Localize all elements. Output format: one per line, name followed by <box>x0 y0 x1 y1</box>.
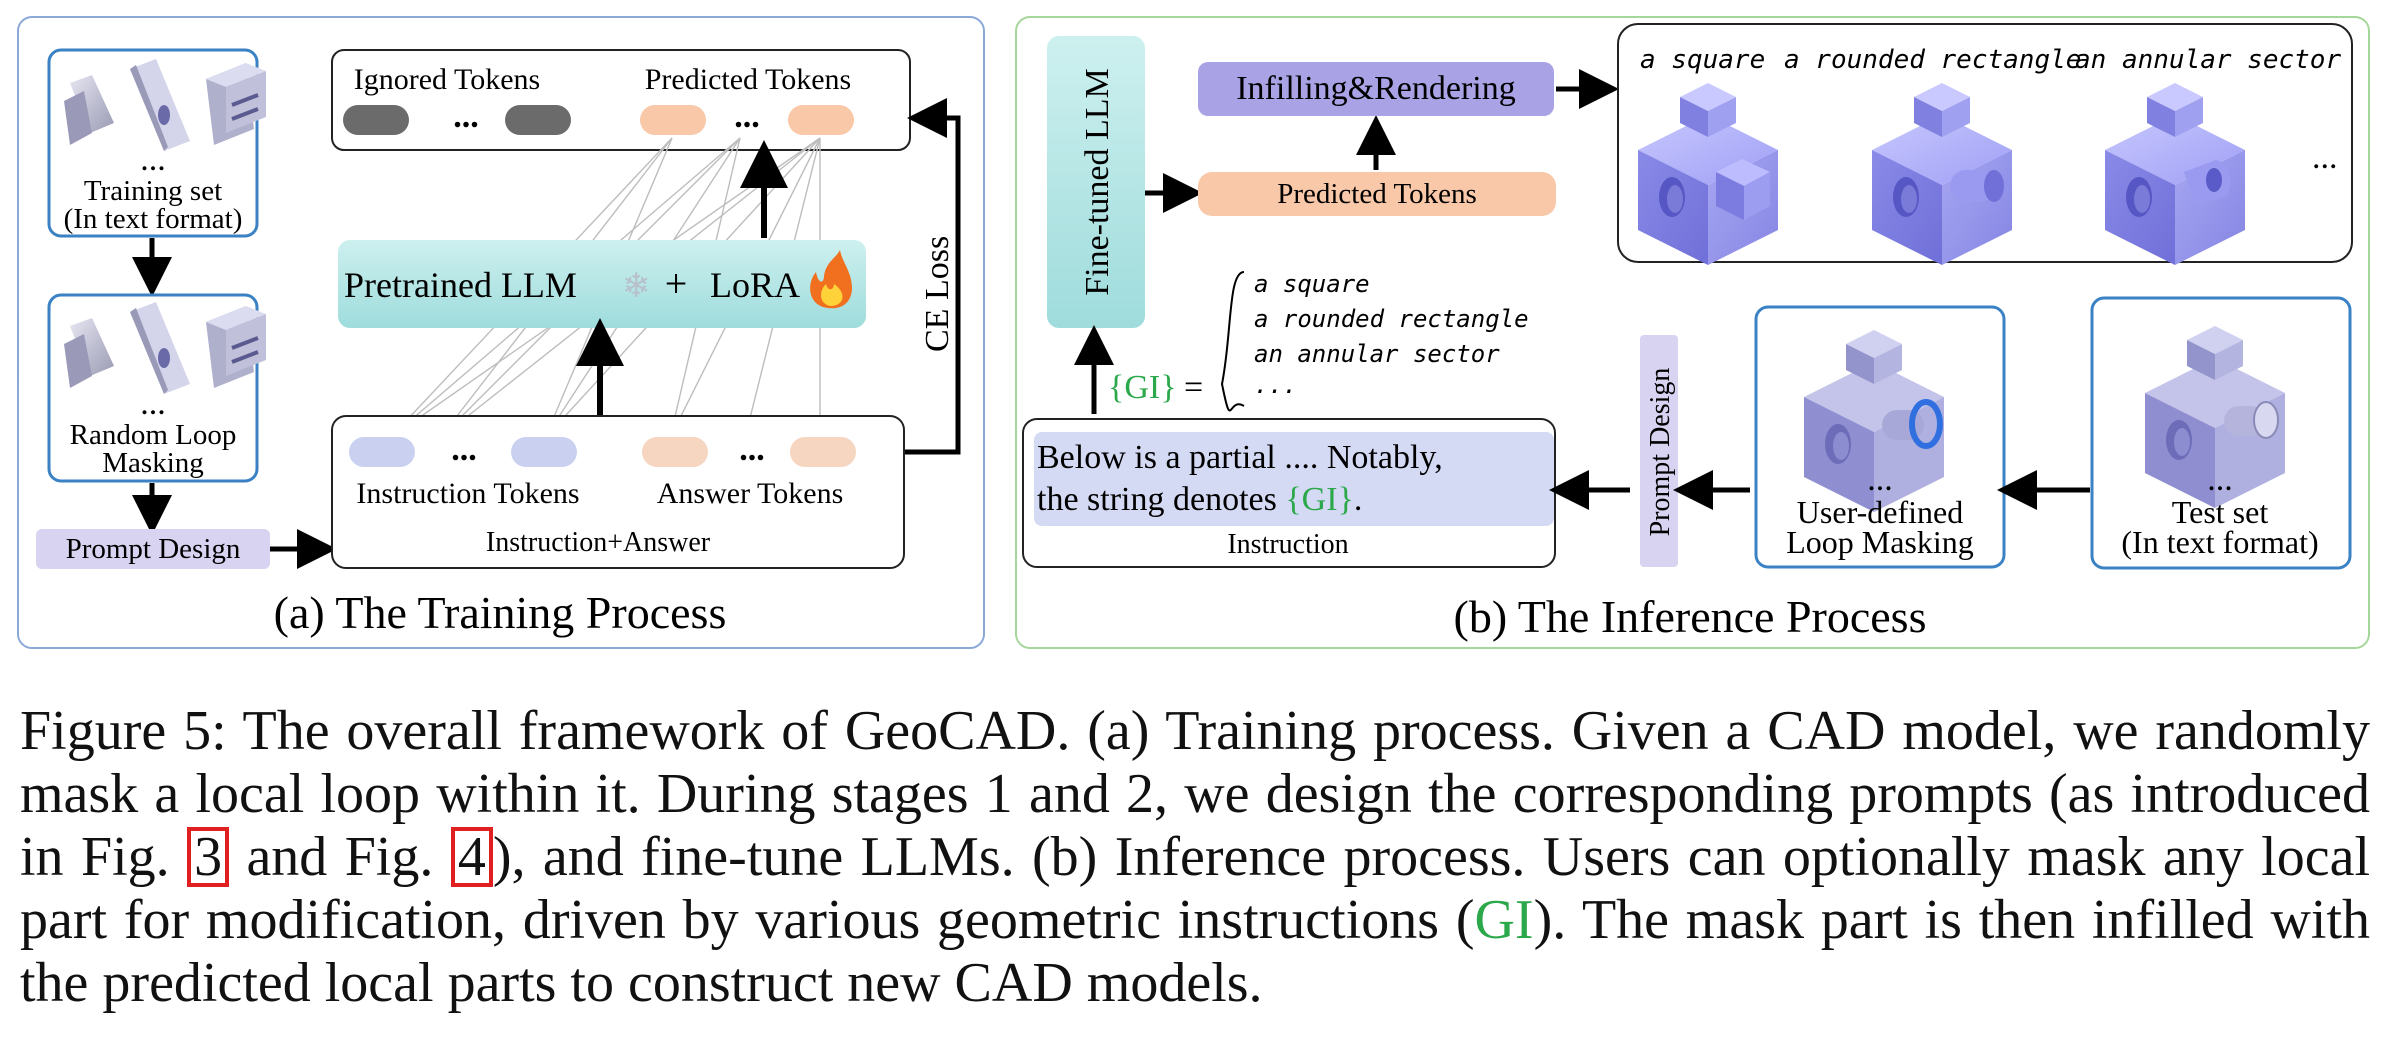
ignored-tokens-label: Ignored Tokens <box>354 63 540 96</box>
random-loop-ellipsis: ... <box>140 385 166 422</box>
caption-text-1: Figure 5: The overall framework of GeoCA… <box>20 700 2370 888</box>
caption-text-3: ), and fine-tune LLMs. (b) Inference pro… <box>20 826 2371 951</box>
gi-brace <box>1220 271 1245 412</box>
prompt-design-pill <box>36 529 270 569</box>
training-set-ellipsis: ... <box>140 141 166 178</box>
random-loop-masking: Masking <box>102 447 204 479</box>
ce-loss-label: CE Loss <box>919 236 956 352</box>
snowflake-icon: ❄ <box>622 268 651 305</box>
training-set-label: Training set <box>84 175 222 207</box>
instruction-line-2: the string denotes {GI}. <box>1037 481 1362 518</box>
instruction-token <box>511 437 577 467</box>
training-set-format: (In text format) <box>64 203 243 235</box>
gi-option-rounded: a rounded rectangle <box>1254 305 1529 333</box>
predicted-tokens-label: Predicted Tokens <box>645 63 851 96</box>
instruction-highlight <box>1034 432 1554 526</box>
test-set-format: (In text format) <box>2121 524 2318 560</box>
user-defined-ellipsis: ... <box>1867 461 1893 498</box>
caption-text-2: and Fig. <box>229 826 451 888</box>
caption-text-4: ). The mask part is then infilled with t… <box>20 889 2370 1014</box>
gi-option-annular: an annular sector <box>1254 340 1500 368</box>
instruction-ellipsis: ... <box>451 431 477 468</box>
fine-tuned-llm-box <box>1047 36 1145 328</box>
instruction-label: Instruction <box>1227 529 1348 560</box>
result-label-rounded: a rounded rectangle <box>1784 45 2081 75</box>
instruction-token <box>349 437 415 467</box>
predicted-tokens-inference: Predicted Tokens <box>1277 178 1477 210</box>
pretrained-llm-box <box>338 240 866 328</box>
predicted-token <box>788 105 854 135</box>
inference-panel <box>1015 16 2370 649</box>
inference-title: (b) The Inference Process <box>1454 591 1927 642</box>
gi-option-square: a square <box>1254 270 1370 298</box>
figure-ref-3[interactable]: 3 <box>187 827 230 887</box>
plus-sign: + <box>665 261 688 306</box>
answer-token <box>790 437 856 467</box>
result-label-square: a square <box>1640 45 1765 75</box>
framework-diagram: ... Training set (In text format) ... Ra… <box>17 16 2370 649</box>
ignored-ellipsis: ... <box>453 98 479 135</box>
predicted-token <box>640 105 706 135</box>
predicted-ellipsis: ... <box>734 98 760 135</box>
cad-result-rounded <box>1872 83 2012 265</box>
random-loop-label: Random Loop <box>70 419 237 451</box>
gi-label: {GI} <box>1108 369 1177 406</box>
fine-tuned-llm-label: Fine-tuned LLM <box>1079 68 1116 296</box>
prompt-design-vertical-label: Prompt Design <box>1645 368 1676 537</box>
figure-ref-4[interactable]: 4 <box>450 827 493 887</box>
results-ellipsis: ... <box>2312 139 2338 176</box>
instruction-tokens-label: Instruction Tokens <box>356 477 579 510</box>
flame-icon <box>810 250 852 309</box>
gi-option-more: ... <box>1254 371 1297 399</box>
instruction-line-1: Below is a partial .... Notably, <box>1037 439 1443 476</box>
cad-result-square <box>1638 83 1778 265</box>
caption-gi: GI <box>1474 889 1534 951</box>
ignored-token <box>343 105 409 135</box>
lora-label: LoRA <box>710 265 800 305</box>
ignored-token <box>505 105 571 135</box>
cad-test-model <box>2145 326 2285 508</box>
prompt-design-vertical <box>1640 335 1678 567</box>
cad-user-masked <box>1804 330 1944 512</box>
instruction-answer-box <box>331 415 905 569</box>
infilling-label: Infilling&Rendering <box>1236 70 1516 107</box>
answer-token <box>642 437 708 467</box>
cad-result-annular <box>2105 83 2245 265</box>
user-defined-label: User-defined <box>1797 494 1963 530</box>
training-title: (a) The Training Process <box>274 587 727 638</box>
gi-equals: = <box>1184 369 1203 406</box>
result-label-annular: an annular sector <box>2075 45 2341 75</box>
instruction-answer-label: Instruction+Answer <box>486 527 711 558</box>
answer-ellipsis: ... <box>739 431 765 468</box>
training-panel <box>17 16 985 649</box>
user-defined-masking: Loop Masking <box>1786 524 1974 560</box>
predicted-tokens-pill <box>1198 172 1556 216</box>
figure-caption: Figure 5: The overall framework of GeoCA… <box>20 700 2370 1015</box>
test-set-ellipsis: ... <box>2207 461 2233 498</box>
test-set-label: Test set <box>2172 494 2269 530</box>
prompt-design-label: Prompt Design <box>66 533 241 565</box>
answer-tokens-label: Answer Tokens <box>657 477 844 510</box>
infilling-box <box>1198 62 1554 116</box>
pretrained-llm-label: Pretrained LLM <box>344 265 577 305</box>
